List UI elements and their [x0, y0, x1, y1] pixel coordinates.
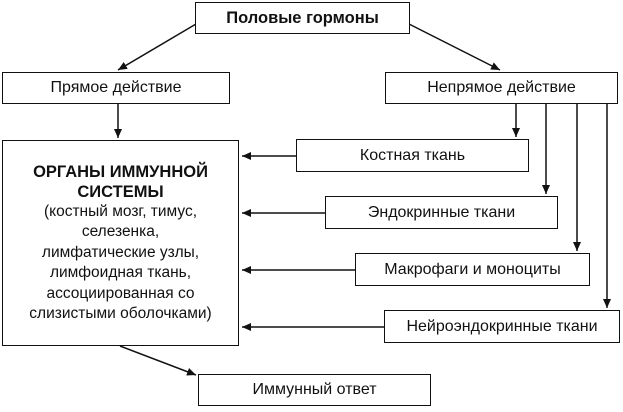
sex-hormones-label: Половые гормоны [226, 9, 379, 27]
immune-organs-line: лимфатические узлы, [41, 243, 200, 261]
endocrine-tissues-box: Эндокринные ткани [325, 196, 558, 229]
endocrine-tissues-label: Эндокринные ткани [367, 203, 516, 221]
indirect-action-label: Непрямое действие [427, 79, 576, 96]
neuroendocrine-tissues-box: Нейроэндокринные ткани [384, 310, 620, 343]
direct-action-box: Прямое действие [2, 72, 230, 104]
immune-response-box: Иммунный ответ [198, 374, 431, 406]
immune-organs-line: лимфоидная ткань, [49, 264, 192, 281]
macrophages-monocytes-box: Макрофаги и моноциты [355, 253, 590, 286]
arrow-organs-to-response [119, 345, 197, 376]
immune-organs-title-line2: СИСТЕМЫ [77, 182, 164, 201]
bone-tissue-box: Костная ткань [296, 139, 529, 172]
neuroendocrine-tissues-label: Нейроэндокринные ткани [406, 317, 598, 335]
immune-organs-line: ассоциированная со [46, 284, 195, 302]
immune-response-label: Иммунный ответ [252, 381, 377, 398]
direct-action-label: Прямое действие [50, 79, 182, 96]
bone-tissue-label: Костная ткань [359, 146, 466, 164]
sex-hormones-box: Половые гормоны [195, 2, 410, 34]
immune-organs-line: слизистыми оболочками) [29, 305, 212, 322]
macrophages-monocytes-label: Макрофаги и моноциты [384, 260, 561, 278]
indirect-action-box: Непрямое действие [385, 72, 618, 104]
immune-organs-box: ОРГАНЫ ИММУННОЙ СИСТЕМЫ (костный мозг, т… [2, 140, 239, 346]
immune-organs-title-line1: ОРГАНЫ ИММУННОЙ [33, 162, 208, 181]
arrow-root-to-direct [117, 23, 197, 71]
immune-organs-line: (костный мозг, тимус, [43, 202, 198, 220]
immune-organs-line: селезенка, [81, 223, 160, 240]
arrow-root-to-indirect [408, 23, 501, 71]
